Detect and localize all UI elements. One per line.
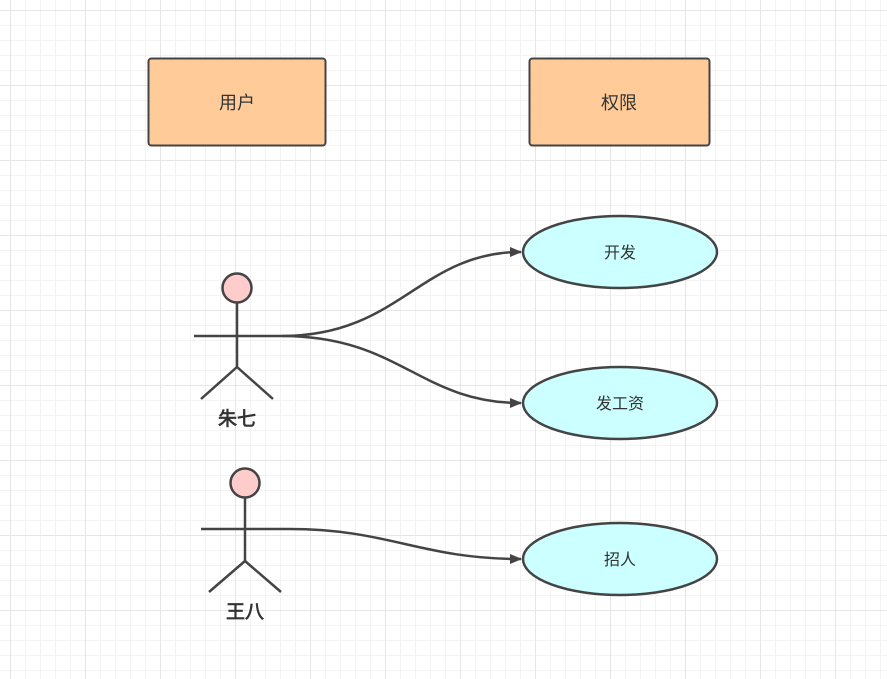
edge-zhu-qi-pay-salary[interactable] bbox=[281, 334, 522, 408]
use-case-develop[interactable]: 开发 bbox=[521, 214, 719, 290]
use-case-pay-salary[interactable]: 发工资 bbox=[521, 365, 719, 441]
permissions-header-label: 权限 bbox=[601, 93, 637, 114]
actor-wang-ba[interactable]: 王八 bbox=[201, 467, 289, 624]
actor-wang-ba-label: 王八 bbox=[226, 601, 265, 623]
users-header-box[interactable]: 用户 bbox=[147, 57, 327, 147]
use-case-recruit[interactable]: 招人 bbox=[521, 521, 719, 597]
actor-head-icon bbox=[221, 272, 253, 304]
permissions-header-box[interactable]: 权限 bbox=[528, 57, 711, 147]
use-case-recruit-label: 招人 bbox=[604, 550, 636, 569]
edge-wang-ba-recruit[interactable] bbox=[288, 527, 522, 564]
users-header-label: 用户 bbox=[219, 93, 255, 114]
edge-zhu-qi-develop[interactable] bbox=[281, 247, 522, 338]
use-case-pay-salary-label: 发工资 bbox=[596, 394, 644, 413]
actor-zhu-qi[interactable]: 朱七 bbox=[194, 272, 282, 431]
use-case-develop-label: 开发 bbox=[604, 243, 636, 262]
actor-zhu-qi-label: 朱七 bbox=[218, 407, 256, 430]
actor-head-icon bbox=[229, 467, 261, 499]
